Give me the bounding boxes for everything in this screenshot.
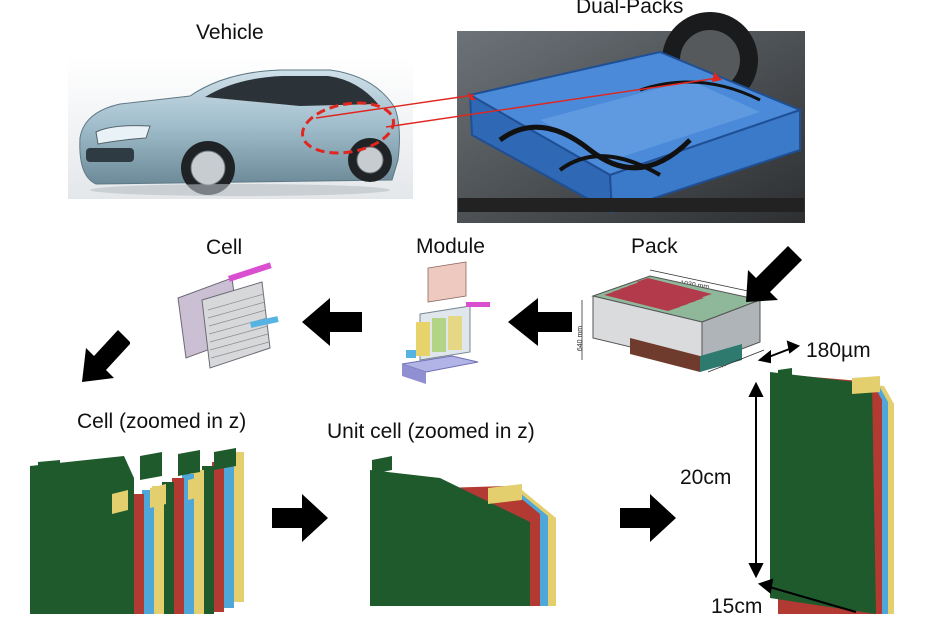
- dashed-ellipse-icon: [301, 101, 395, 155]
- cell-zoomed-label: Cell (zoomed in z): [77, 410, 247, 433]
- module-label: Module: [416, 235, 485, 258]
- full-cell-image: [770, 368, 894, 614]
- vehicle-image: [68, 56, 413, 199]
- width-label: 15cm: [711, 595, 763, 618]
- bold-arrow-icon: [82, 246, 802, 542]
- dual-packs-image: [457, 12, 805, 223]
- callout-line: [315, 94, 475, 119]
- unit-cell-image: [370, 456, 556, 606]
- height-label: 20cm: [680, 466, 732, 489]
- pack-image: [581, 269, 765, 373]
- pack-label: Pack: [631, 235, 678, 258]
- module-image: [401, 261, 490, 384]
- thickness-label: 180µm: [806, 339, 871, 362]
- callout-line: [385, 77, 719, 128]
- unit-cell-zoomed-label: Unit cell (zoomed in z): [327, 420, 535, 443]
- vehicle-label: Vehicle: [196, 21, 264, 44]
- dimension-arrows: [748, 340, 857, 613]
- callout-arrowhead: [712, 72, 722, 82]
- callout-arrowhead: [468, 92, 476, 100]
- cell-image: [177, 262, 279, 369]
- dual-packs-label: Dual-Packs: [576, 0, 684, 18]
- cell-label: Cell: [206, 236, 243, 259]
- cell-zoomed-image: [30, 448, 244, 614]
